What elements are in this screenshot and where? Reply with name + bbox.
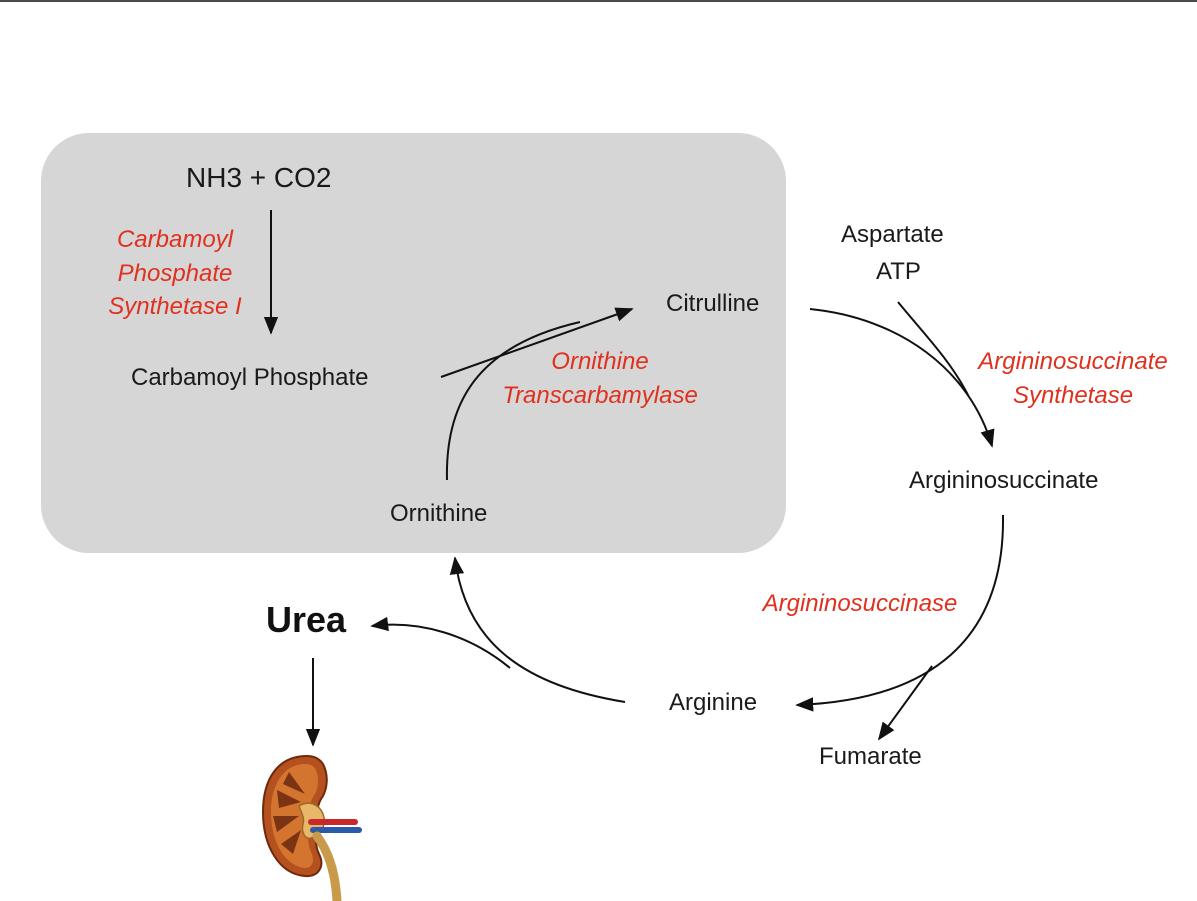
label-fumarate: Fumarate — [819, 743, 922, 770]
enzyme-argininosuccinate-synthetase: Argininosuccinate Synthetase — [978, 348, 1168, 409]
label-ornithine: Ornithine — [390, 500, 488, 527]
arrow-to-urea — [370, 616, 511, 669]
label-atp: ATP — [876, 258, 921, 285]
arrow-ornithine-to-citrulline — [445, 321, 581, 481]
label-carbamoyl-phosphate: Carbamoyl Phosphate — [131, 364, 369, 391]
top-border — [0, 0, 1197, 2]
arrow-citrulline-to-argininosuccinate — [809, 308, 995, 448]
arrow-arginine-to-ornithine — [449, 556, 626, 703]
label-argininosuccinate: Argininosuccinate — [909, 467, 1099, 494]
label-arginine: Arginine — [669, 689, 758, 716]
arrow-aspartate-join — [897, 301, 969, 396]
label-citrulline: Citrulline — [666, 290, 760, 317]
label-aspartate: Aspartate — [841, 221, 944, 248]
enzyme-ornithine-transcarbamylase: Ornithine Transcarbamylase — [502, 348, 698, 409]
enzyme-carbamoyl-phosphate-synthetase: Carbamoyl Phosphate Synthetase I — [108, 226, 242, 321]
label-nh3-co2: NH3 + CO2 — [186, 162, 332, 193]
arrow-to-fumarate — [877, 665, 933, 741]
enzyme-argininosuccinase: Argininosuccinase — [762, 590, 958, 617]
mitochondria-compartment — [41, 133, 786, 553]
label-urea: Urea — [266, 599, 347, 640]
kidney-icon — [261, 754, 362, 901]
arrow-carbamoyl-to-citrulline — [440, 307, 634, 378]
arrow-argininosuccinate-to-arginine — [795, 514, 1005, 712]
